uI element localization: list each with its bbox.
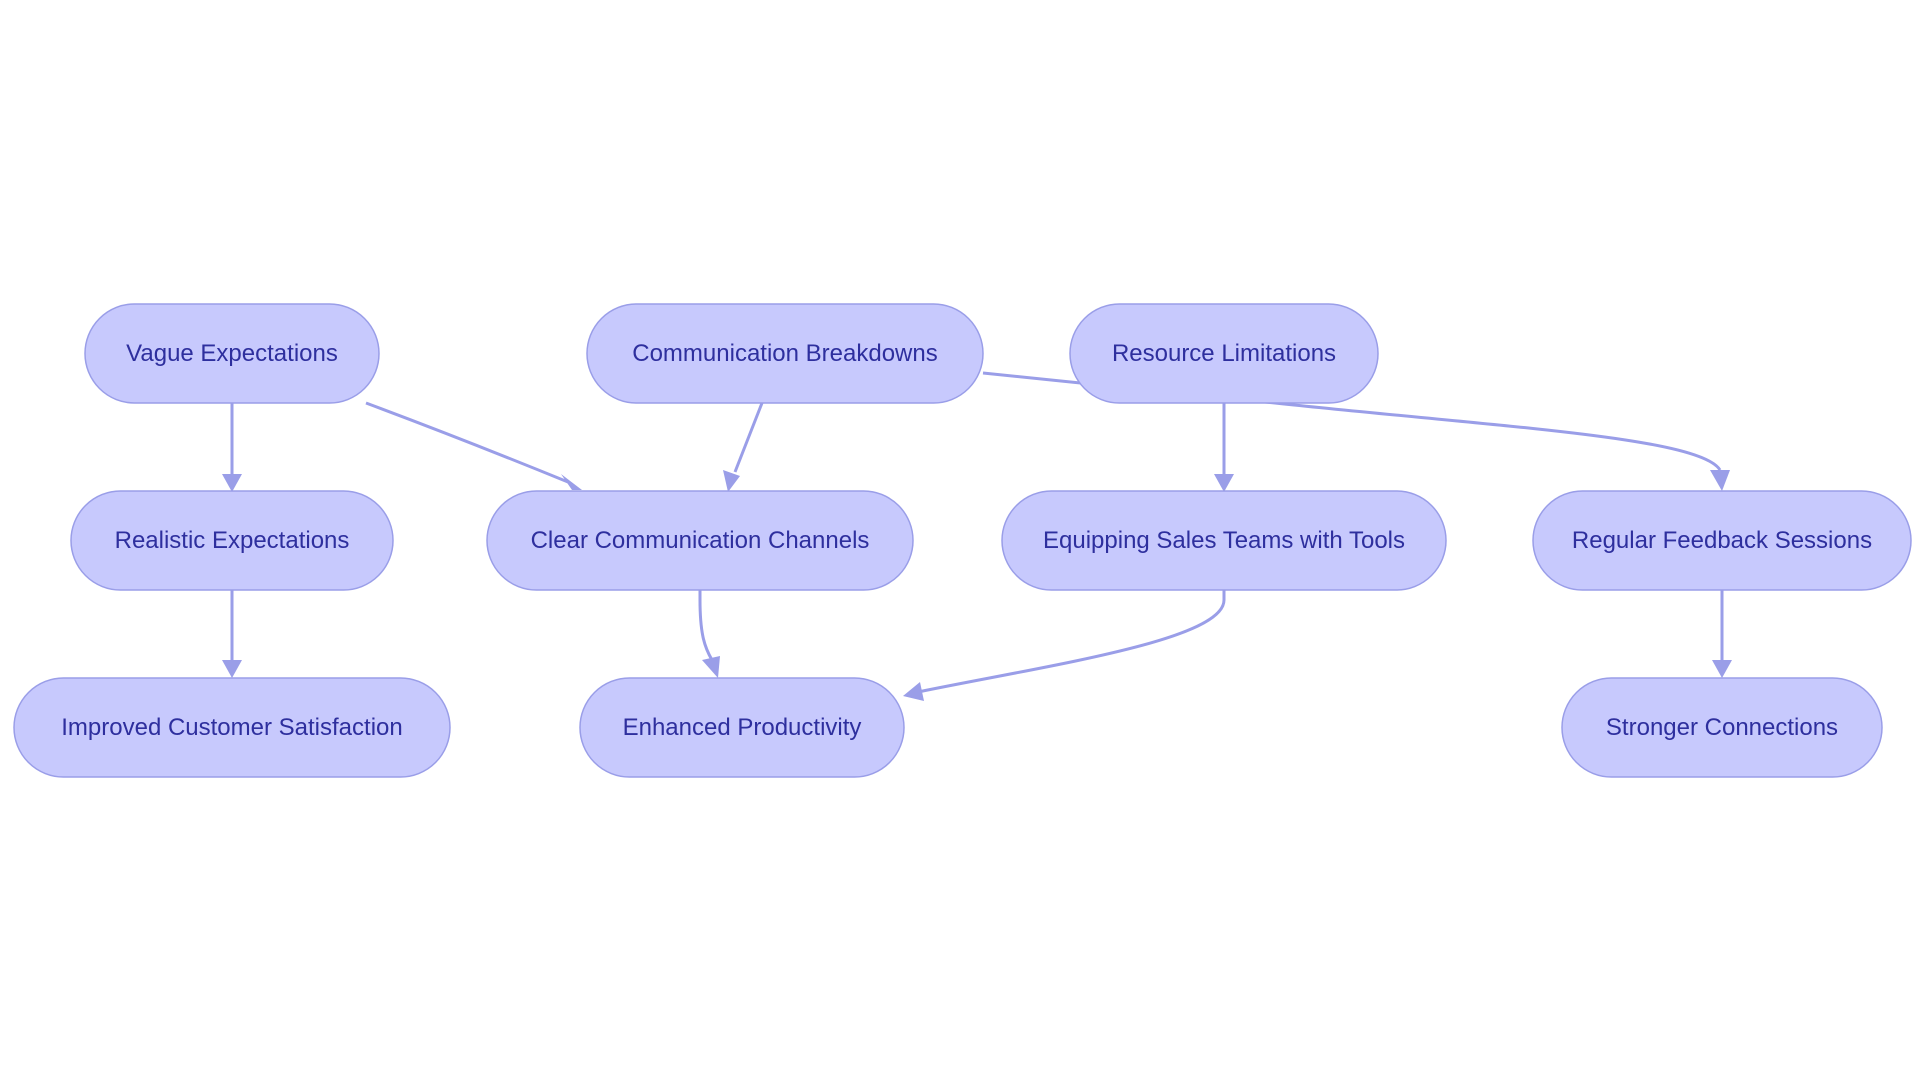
- node-stronger-connections[interactable]: Stronger Connections: [1561, 677, 1883, 778]
- edge-communication-to-feedback-arrowhead: [1710, 470, 1730, 491]
- node-label: Stronger Connections: [1606, 714, 1838, 741]
- node-label: Equipping Sales Teams with Tools: [1043, 527, 1405, 554]
- node-label: Vague Expectations: [126, 340, 338, 367]
- edge-communication-to-clear: [733, 402, 764, 473]
- node-label: Regular Feedback Sessions: [1572, 527, 1872, 554]
- edge-clear-to-enhanced-arrowhead: [702, 656, 720, 678]
- nodes: Vague Expectations Communication Breakdo…: [13, 303, 1912, 778]
- node-label: Improved Customer Satisfaction: [61, 714, 402, 741]
- node-regular-feedback-sessions[interactable]: Regular Feedback Sessions: [1532, 490, 1912, 591]
- node-realistic-expectations[interactable]: Realistic Expectations: [70, 490, 394, 591]
- edge-equipping-to-enhanced-arrowhead: [903, 682, 924, 701]
- edge-equipping-to-enhanced: [917, 590, 1226, 694]
- edge-vague-to-clear-arrowhead: [561, 474, 582, 490]
- node-label: Realistic Expectations: [115, 527, 350, 554]
- edge-vague-to-clear: [365, 401, 569, 484]
- node-resource-limitations[interactable]: Resource Limitations: [1069, 303, 1379, 404]
- node-label: Communication Breakdowns: [632, 340, 937, 367]
- node-communication-breakdowns[interactable]: Communication Breakdowns: [586, 303, 984, 404]
- edge-resource-to-equipping-arrowhead: [1214, 474, 1234, 492]
- node-clear-communication-channels[interactable]: Clear Communication Channels: [486, 490, 914, 591]
- edge-realistic-to-improved-arrowhead: [222, 660, 242, 678]
- node-label: Clear Communication Channels: [531, 527, 870, 554]
- edge-feedback-to-stronger-arrowhead: [1712, 660, 1732, 678]
- edge-communication-to-feedback: [982, 371, 1722, 471]
- node-vague-expectations[interactable]: Vague Expectations: [84, 303, 380, 404]
- edge-communication-to-clear-arrowhead: [723, 470, 740, 492]
- edges: [222, 371, 1732, 701]
- edge-clear-to-enhanced: [698, 590, 714, 661]
- edge-vague-to-realistic-arrowhead: [222, 474, 242, 492]
- node-equipping-sales-teams[interactable]: Equipping Sales Teams with Tools: [1001, 490, 1447, 591]
- node-improved-customer-satisfaction[interactable]: Improved Customer Satisfaction: [13, 677, 451, 778]
- node-enhanced-productivity[interactable]: Enhanced Productivity: [579, 677, 905, 778]
- node-label: Resource Limitations: [1112, 340, 1336, 367]
- node-label: Enhanced Productivity: [623, 714, 862, 741]
